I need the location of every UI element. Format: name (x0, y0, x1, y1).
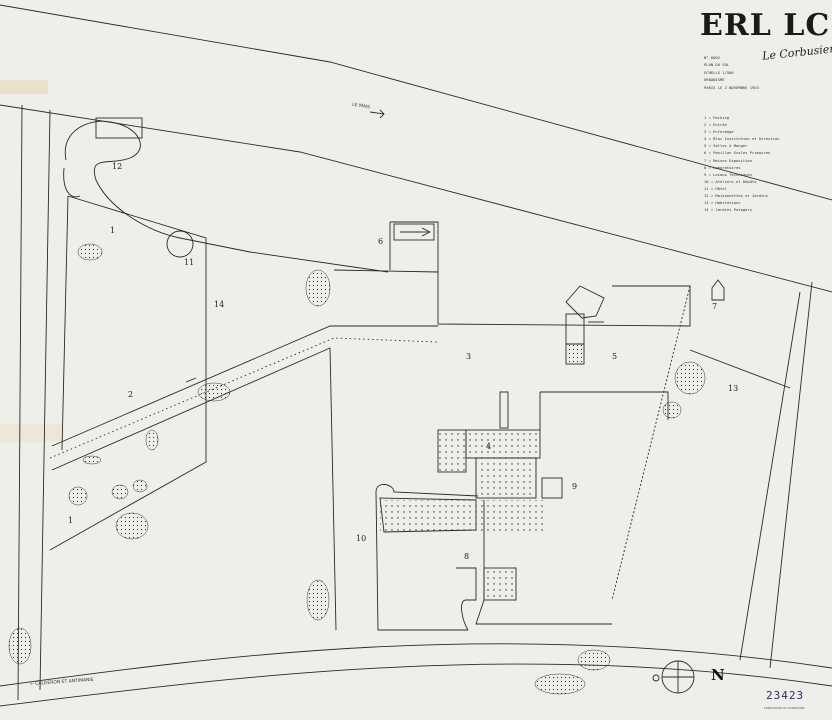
lower-plot (456, 567, 477, 631)
legend-item: 2 = Entrée (704, 122, 727, 128)
tape-mark (0, 80, 48, 94)
legend-item: 13 = Habitations (704, 200, 741, 206)
tree-cluster (145, 429, 159, 451)
legend-item: 4 = Bloc Institution et Direction (704, 136, 780, 142)
tree-cluster (197, 382, 231, 402)
tree-cluster (674, 361, 706, 395)
road-edge (739, 291, 801, 661)
path-curve (63, 167, 81, 198)
sun-icon (652, 674, 660, 682)
legend-item: 8 = Laboratoires (704, 164, 741, 170)
tree-cluster (68, 486, 88, 506)
road-edge (769, 281, 813, 669)
catalog-number: 23423 (766, 689, 805, 702)
paved-area (484, 568, 516, 600)
arrow-right-icon (369, 109, 385, 119)
road-edge (0, 104, 832, 293)
tree-cluster (115, 512, 149, 540)
road-edge (0, 663, 832, 707)
legend-item: 14 = Jardins Potagers (704, 207, 753, 213)
special-pavilion (565, 285, 605, 319)
sheet-info-line: N° 6002 (704, 55, 721, 60)
zone-label: 9 (572, 482, 578, 491)
sheet-info-line: PARIS LE 2 NOVEMBRE 1953 (704, 84, 759, 90)
parking-boundary (49, 195, 207, 551)
road-edge (0, 4, 832, 201)
legend-item: 3 = Enfermage (704, 129, 734, 135)
road-edge (17, 104, 23, 701)
plot-boundary (333, 269, 691, 327)
building-slab (499, 391, 509, 429)
zone-label: 6 (378, 237, 384, 246)
tree-cluster (82, 455, 102, 465)
tree-cluster (306, 579, 330, 621)
sheet-info-line: ECHELLE 1/500 (704, 69, 734, 75)
tree-cluster (305, 269, 331, 307)
lower-plot (375, 491, 468, 631)
sheet-info-line: PLAN DU SOL (704, 62, 730, 68)
compass-cross (662, 661, 694, 693)
tree-cluster (534, 673, 586, 695)
road-edge (39, 109, 51, 691)
legend-item: 9 = Locaux Techniques (704, 171, 753, 177)
tree-cluster (111, 484, 129, 500)
stair-hatch (566, 344, 584, 364)
tree-cluster (77, 243, 103, 261)
roundabout (166, 230, 194, 258)
entrance-driveway (64, 120, 389, 273)
zone-label: 11 (184, 258, 195, 267)
legend-item: 7 = Maison Exposition (704, 157, 753, 163)
lower-plot (475, 500, 612, 625)
tree-cluster (8, 627, 32, 665)
zone-label: 8 (464, 552, 470, 561)
paved-area (476, 458, 536, 498)
zone-label: 14 (214, 300, 225, 309)
drawing-title: ERL LC (700, 8, 831, 43)
paved-area (438, 430, 466, 472)
small-building (393, 223, 435, 241)
building-block (541, 477, 563, 499)
plot-boundary (689, 349, 791, 389)
house-symbol (711, 279, 725, 301)
access-road-edge (51, 347, 337, 631)
plot-boundary (390, 221, 439, 272)
legend-item: 11 = Hôtel (704, 185, 727, 191)
zone-label: 2 (128, 390, 134, 399)
legend-item: 10 = Ateliers et Dépôts (704, 178, 757, 184)
tree-cluster (577, 649, 611, 671)
road-edge (0, 643, 832, 687)
zone-label: 1 (68, 516, 74, 525)
zone-label: 12 (112, 162, 123, 171)
access-road-edge (51, 325, 438, 447)
legend-item: 1 = Parking (704, 115, 730, 120)
zone-label: 13 (728, 384, 739, 393)
archive-stamp: FONDATION LE CORBUSIER (764, 706, 805, 710)
zone-label: 10 (356, 534, 367, 543)
zone-label: 4 (486, 442, 492, 451)
sheet-info-block: N° 6002 PLAN DU SOL ECHELLE 1/500 URBANI… (704, 54, 774, 91)
zone-label: 3 (466, 352, 472, 361)
tree-cluster (662, 401, 682, 419)
plot-boundary (611, 285, 691, 601)
zone-label: 1 (110, 226, 116, 235)
sheet-info-line: URBANISME (704, 77, 725, 83)
legend-block: 1 = Parking 2 = Entrée 3 = Enfermage 4 =… (704, 114, 824, 213)
small-building-arrow (400, 227, 432, 237)
zone-label: 5 (612, 352, 618, 361)
building-wing (375, 484, 479, 497)
legend-item: 6 = Pavillon Ecoles Primaires (704, 150, 771, 156)
legend-item: 12 = Maisonnettes et Jardins (704, 193, 769, 199)
paved-area (380, 500, 544, 532)
parking-boundary (61, 195, 69, 451)
tree-cluster (132, 479, 148, 493)
north-label: N (711, 666, 725, 684)
gatehouse (95, 117, 143, 139)
tape-mark (0, 424, 62, 442)
paved-area (466, 430, 540, 458)
arrow-icon (185, 377, 197, 383)
zone-label: 7 (712, 302, 718, 311)
legend-item: 5 = Salles à Manger (704, 143, 748, 149)
